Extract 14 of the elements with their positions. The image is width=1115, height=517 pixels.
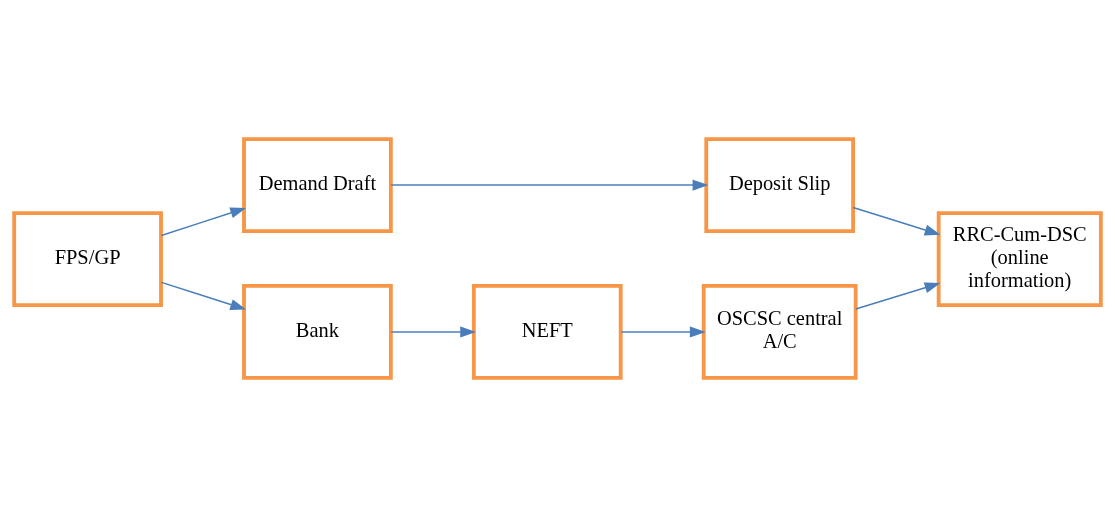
node-box: Bank [242, 284, 393, 380]
arrow [160, 281, 247, 310]
node-box: RRC-Cum-DSC (online information) [936, 211, 1103, 308]
arrow [620, 326, 706, 338]
arrow [390, 326, 477, 338]
arrow [390, 179, 709, 191]
node-box: OSCSC central A/C [701, 284, 858, 380]
node-box: Deposit Slip [704, 137, 856, 233]
node-box: NEFT [471, 284, 623, 380]
arrow [855, 282, 941, 310]
arrow [852, 206, 941, 236]
node-box: Demand Draft [242, 137, 393, 233]
node-box: FPS/GP [12, 211, 163, 308]
arrow [160, 207, 247, 237]
